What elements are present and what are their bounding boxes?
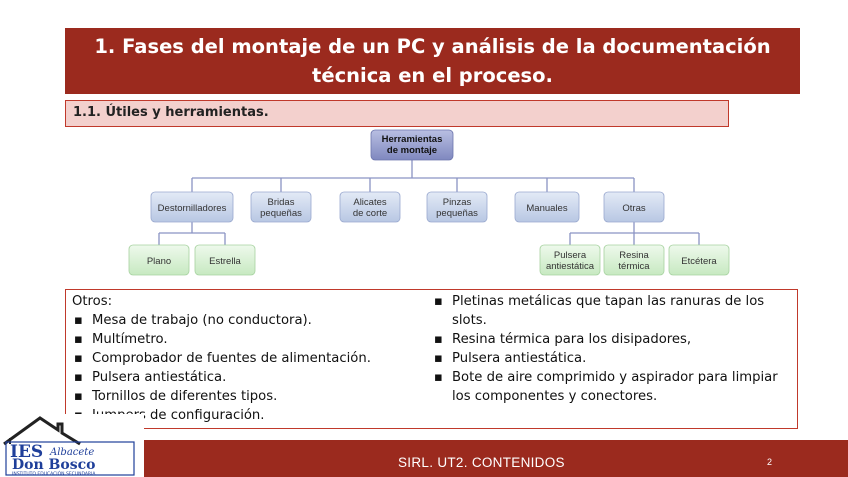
node-pulsera: Pulsera antiestática — [539, 244, 601, 276]
svg-text:Plano: Plano — [147, 256, 171, 267]
others-heading: Otros: — [72, 294, 113, 309]
svg-text:IES: IES — [10, 442, 43, 462]
right-list: Pletinas metálicas que tapan las ranuras… — [432, 292, 794, 406]
svg-text:Pinzas: Pinzas — [443, 197, 472, 208]
svg-text:Resina: Resina — [619, 250, 649, 261]
list-item: Resina térmica para los disipadores, — [432, 330, 794, 349]
svg-text:Albacete: Albacete — [49, 447, 94, 458]
school-logo: IES Albacete Don Bosco INSTITUTO EDUCACI… — [0, 414, 144, 477]
slide-title: 1. Fases del montaje de un PC y análisis… — [94, 35, 771, 87]
list-item: Multímetro. — [72, 330, 432, 349]
left-list: Mesa de trabajo (no conductora). Multíme… — [72, 311, 432, 425]
svg-text:Pulsera: Pulsera — [554, 250, 587, 261]
svg-text:Bridas: Bridas — [268, 197, 295, 208]
node-plano: Plano — [128, 244, 190, 276]
svg-text:de corte: de corte — [353, 208, 387, 219]
list-item: Mesa de trabajo (no conductora). — [72, 311, 432, 330]
tools-list-box: Otros: Mesa de trabajo (no conductora). … — [65, 289, 798, 429]
svg-text:Manuales: Manuales — [526, 203, 567, 214]
list-item: Bote de aire comprimido y aspirador para… — [432, 368, 794, 406]
left-column: Otros: Mesa de trabajo (no conductora). … — [72, 292, 432, 425]
svg-text:Estrella: Estrella — [209, 256, 241, 267]
footer-text: SIRL. UT2. CONTENIDOS — [398, 455, 565, 470]
svg-text:INSTITUTO EDUCACIÓN SECUNDARIA: INSTITUTO EDUCACIÓN SECUNDARIA — [12, 470, 96, 477]
svg-text:antiestática: antiestática — [546, 261, 595, 272]
svg-text:Etcétera: Etcétera — [681, 256, 717, 267]
svg-text:Herramientas: Herramientas — [382, 134, 443, 145]
svg-text:de montaje: de montaje — [387, 145, 437, 156]
svg-text:Otras: Otras — [622, 203, 645, 214]
connector-lines — [158, 160, 700, 245]
right-column: Pletinas metálicas que tapan las ranuras… — [432, 292, 794, 406]
svg-text:térmica: térmica — [618, 261, 650, 272]
svg-text:pequeñas: pequeñas — [436, 208, 478, 219]
node-alicates: Alicates de corte — [339, 191, 401, 223]
svg-text:pequeñas: pequeñas — [260, 208, 302, 219]
svg-text:Destornilladores: Destornilladores — [158, 203, 227, 214]
node-estrella: Estrella — [194, 244, 256, 276]
tools-hierarchy-diagram: Herramientas de montaje Destornilladores… — [128, 129, 730, 276]
footer-bar — [144, 440, 848, 477]
node-resina: Resina térmica — [603, 244, 665, 276]
section-subtitle-bar: 1.1. Útiles y herramientas. — [65, 100, 729, 127]
svg-text:Don Bosco: Don Bosco — [12, 457, 95, 473]
node-root: Herramientas de montaje — [370, 129, 454, 161]
node-destornilladores: Destornilladores — [150, 191, 234, 223]
list-item: Pulsera antiestática. — [432, 349, 794, 368]
list-item: Pulsera antiestática. — [72, 368, 432, 387]
list-item: Pletinas metálicas que tapan las ranuras… — [432, 292, 794, 330]
node-manuales: Manuales — [514, 191, 580, 223]
slide-title-bar: 1. Fases del montaje de un PC y análisis… — [65, 28, 800, 94]
section-subtitle: 1.1. Útiles y herramientas. — [73, 105, 269, 120]
svg-text:Alicates: Alicates — [353, 197, 387, 208]
node-bridas: Bridas pequeñas — [250, 191, 312, 223]
page-number: 2 — [767, 457, 773, 467]
node-etcetera: Etcétera — [668, 244, 730, 276]
list-item: Comprobador de fuentes de alimentación. — [72, 349, 432, 368]
node-otras: Otras — [603, 191, 665, 223]
list-item: Tornillos de diferentes tipos. — [72, 387, 432, 406]
node-pinzas: Pinzas pequeñas — [426, 191, 488, 223]
